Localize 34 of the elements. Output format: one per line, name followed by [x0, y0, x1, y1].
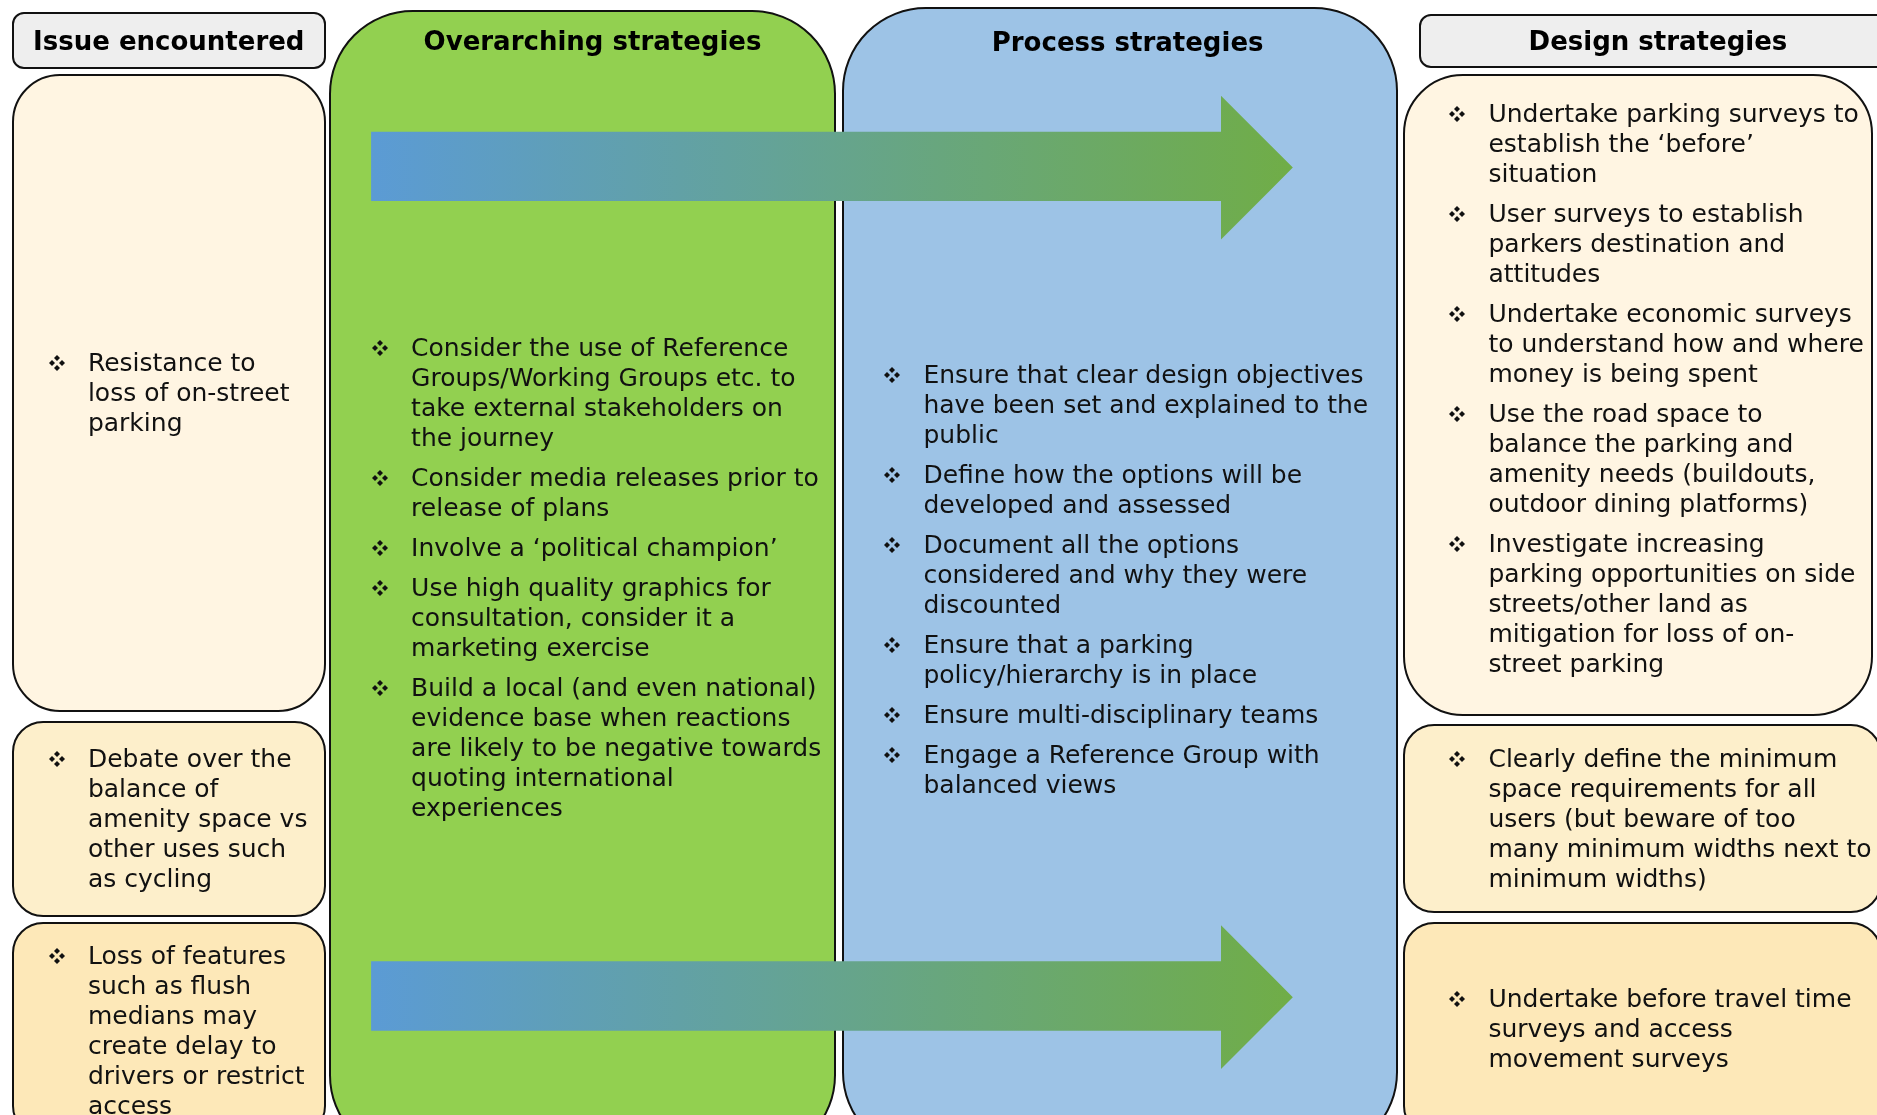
rounded-box [11, 921, 326, 1115]
rounded-box [1402, 724, 1877, 914]
bullet-text: Document all the options considered and why they were discounted [923, 530, 1309, 621]
bullet-text: Consider the use of Reference Groups/Working Groups etc. to take external stakeholders on the journey [411, 332, 797, 453]
rounded-box [1402, 921, 1877, 1115]
bullet-text: Clearly define the minimum space requirements for all users (but beware of too many minimum widths next to minimum widths) [1488, 743, 1873, 894]
bullet-text: Loss of features such as flush medians may create delay to drivers or restrict access [87, 940, 306, 1115]
bullet-text: Involve a ‘political champion’ [411, 532, 778, 563]
bullet-text: Undertake parking surveys to establish the ‘before’ situation [1488, 99, 1860, 190]
bullet-text: Investigate increasing parking opportunities on side streets/other land as mitigation for loss of on-street parking [1488, 529, 1857, 680]
bullet-text: Use high quality graphics for consultation, consider it a marketing exercise [411, 572, 772, 663]
column-header [1418, 14, 1877, 69]
bullet-text: Engage a Reference Group with balanced views [923, 740, 1321, 801]
bullet-text: Ensure multi-disciplinary teams [923, 700, 1319, 731]
bullet-text: Undertake economic surveys to understand how and where money is being spent [1488, 299, 1865, 390]
rounded-box [11, 720, 326, 917]
bullet-text: Resistance to loss of on-street parking [87, 348, 291, 439]
header-text: Design strategies [1528, 26, 1788, 57]
rounded-box [11, 74, 326, 713]
bullet-text: Debate over the balance of amenity space vs other uses such as cycling [87, 743, 309, 894]
bullet-text: Ensure that clear design objectives have been set and explained to the public [923, 360, 1370, 451]
bullet-text: Use the road space to balance the parking and amenity needs (buildouts, outdoor dining platforms) [1488, 399, 1817, 520]
rounded-box [1402, 74, 1874, 716]
bullet-text: Ensure that a parking policy/hierarchy is in place [923, 630, 1259, 691]
bullet-text: Consider media releases prior to release of plans [411, 462, 820, 523]
column-title: Process strategies [991, 27, 1264, 58]
bullet-text: Undertake before travel time surveys and access movement surveys [1488, 984, 1853, 1075]
bullet-text: Build a local (and even national) evidence base when reactions are likely to be negative towards quoting international experiences [411, 672, 823, 823]
bullet-text: Define how the options will be developed and assessed [923, 460, 1304, 521]
column-title: Overarching strategies [423, 25, 762, 56]
strategy-column [841, 7, 1399, 1115]
header-text: Issue encountered [33, 25, 305, 56]
column-header [11, 11, 326, 70]
bullet-text: User surveys to establish parkers destination and attitudes [1488, 199, 1805, 290]
